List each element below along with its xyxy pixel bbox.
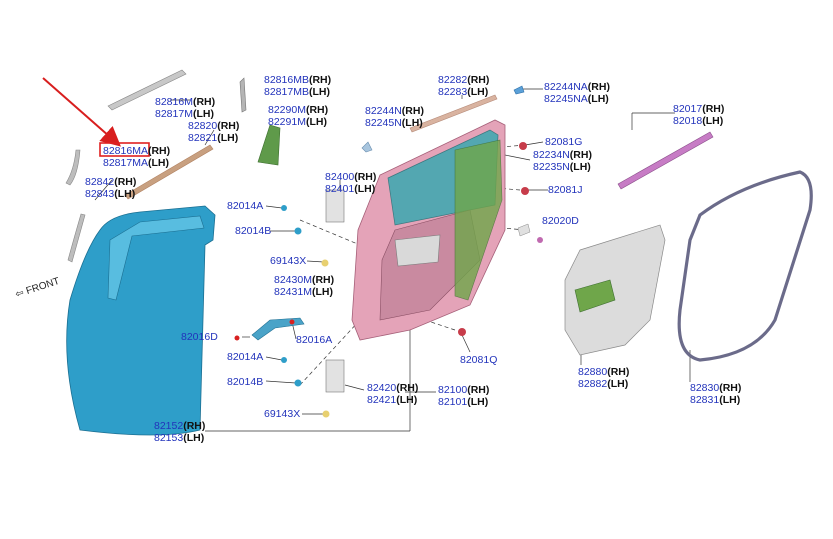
clip-82020d — [537, 237, 543, 243]
inner-belt-weatherstrip — [617, 131, 714, 190]
label-82430m: 82430M(RH)82431M(LH) — [274, 274, 335, 298]
label-82880: 82880(RH)82882(LH) — [578, 366, 630, 390]
outer-door-panel — [66, 205, 216, 436]
label-82100: 82100(RH)82101(LH) — [438, 384, 490, 408]
clip-small — [361, 141, 373, 153]
label-82290m: 82290M(RH)82291M(LH) — [268, 104, 329, 128]
label-82244n: 82244N(RH)82245N(LH) — [365, 105, 424, 129]
label-82014a-upper: 82014A — [227, 200, 264, 212]
label-82816m: 82816M(RH)82817M(LH) — [155, 96, 216, 120]
label-82020d: 82020D — [542, 215, 579, 227]
belt-moulding — [124, 144, 214, 200]
label-82152: 82152(RH)82153(LH) — [154, 420, 206, 444]
bolt-82014b-upper — [294, 227, 302, 235]
glass-run-channel — [409, 94, 498, 133]
label-82014a-lower: 82014A — [227, 351, 264, 363]
door-weatherstrip — [677, 170, 813, 362]
label-82282: 82282(RH)82283(LH) — [438, 74, 490, 98]
rear-pillar-trim — [67, 213, 86, 263]
label-82820: 82820(RH)82821(LH) — [188, 120, 240, 144]
label-69143x-upper: 69143X — [270, 255, 307, 267]
label-82234n: 82234N(RH)82235N(LH) — [533, 149, 592, 173]
label-69143x-lower: 69143X — [264, 408, 301, 420]
nut-69143x-upper — [321, 259, 329, 267]
bolt-82014a-lower — [281, 357, 287, 363]
cap-82020d — [517, 223, 531, 237]
label-82081j: 82081J — [548, 184, 583, 196]
trim-armrest — [574, 279, 616, 313]
door-trim-panel — [564, 224, 666, 356]
label-82400: 82400(RH)82401(LH) — [325, 171, 377, 195]
label-82244na: 82244NA(RH)82245NA(LH) — [544, 81, 610, 105]
bolt-82014a-upper — [281, 205, 287, 211]
label-82830: 82830(RH)82831(LH) — [690, 382, 742, 406]
plug-82081q — [458, 328, 466, 336]
door-moulding-upper — [107, 69, 187, 111]
plug-82081g — [519, 142, 527, 150]
bolt-82016a — [289, 319, 295, 325]
bolt-82014b-lower — [294, 379, 302, 387]
label-82081q: 82081Q — [460, 354, 498, 366]
door-module — [394, 234, 441, 267]
bolt-82016d — [234, 335, 240, 341]
lower-hinge — [325, 359, 345, 393]
label-82016a: 82016A — [296, 334, 333, 346]
clip-small-right — [513, 85, 525, 95]
label-82014b-lower: 82014B — [227, 376, 264, 388]
highlight-pointer-arrow — [42, 77, 122, 147]
pillar-moulding — [65, 149, 81, 186]
window-regulator-rail — [454, 139, 503, 301]
label-82017: 82017(RH)82018(LH) — [673, 103, 725, 127]
dashed-guides — [299, 144, 526, 386]
nut-69143x-lower — [322, 410, 330, 418]
delta-moulding — [239, 77, 247, 113]
highlight-box — [99, 142, 150, 157]
door-frame-opening — [107, 215, 205, 301]
label-82081g: 82081G — [545, 136, 583, 148]
label-82842: 82842(RH)82843(LH) — [85, 176, 137, 200]
plug-82081j — [521, 187, 529, 195]
delta-garnish — [257, 124, 281, 166]
label-82816ma[interactable]: 82816MA(RH)82817MA(LH) — [103, 145, 171, 169]
label-82816mb: 82816MB(RH)82817MB(LH) — [264, 74, 332, 98]
label-82016d: 82016D — [181, 331, 218, 343]
label-82420: 82420(RH)82421(LH) — [367, 382, 419, 406]
upper-hinge — [325, 189, 345, 223]
label-82014b-upper: 82014B — [235, 225, 272, 237]
